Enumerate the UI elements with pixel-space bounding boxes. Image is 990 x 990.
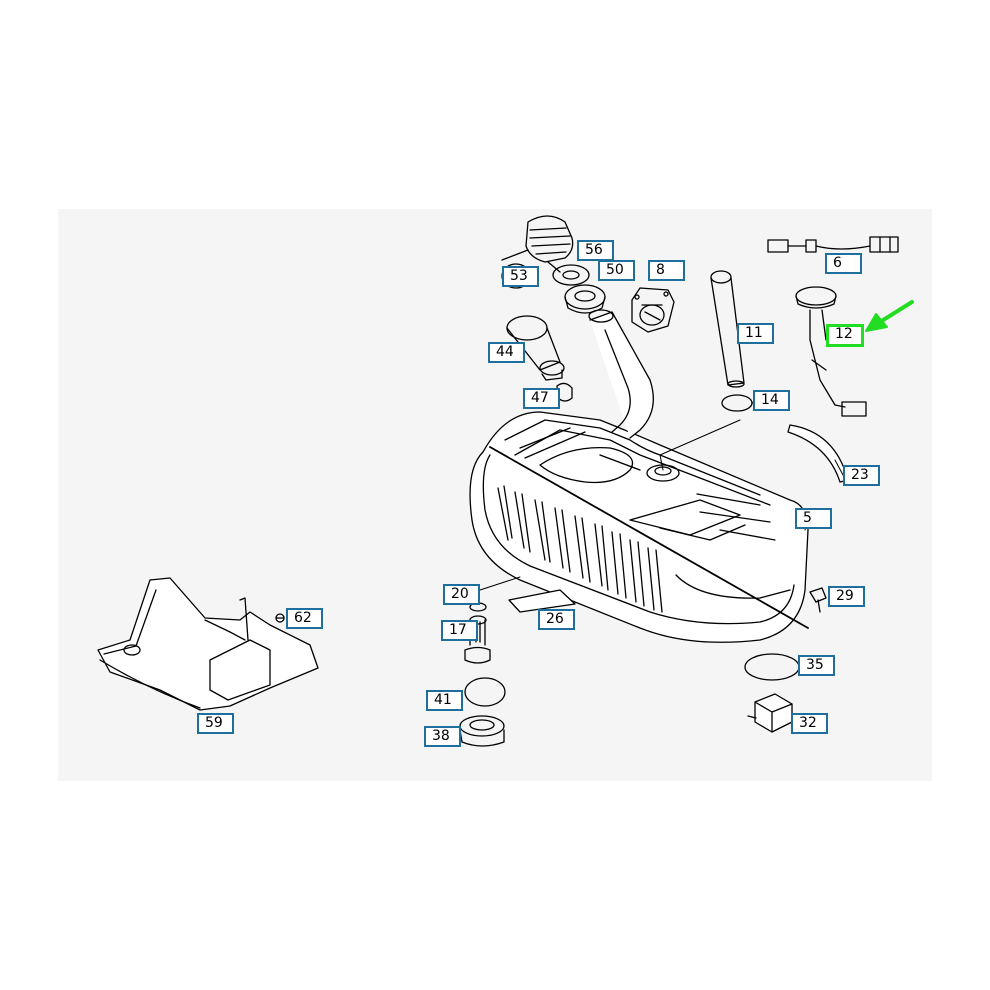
callout-23[interactable]: 23	[843, 465, 880, 486]
pad-part	[508, 589, 576, 613]
cover-seal-part	[459, 715, 505, 747]
callout-6[interactable]: 6	[825, 253, 862, 274]
callout-35[interactable]: 35	[798, 655, 835, 676]
callout-17[interactable]: 17	[441, 620, 478, 641]
callout-41[interactable]: 41	[426, 690, 463, 711]
callout-26[interactable]: 26	[538, 609, 575, 630]
callout-38[interactable]: 38	[424, 726, 461, 747]
bolt-part	[809, 587, 827, 613]
callout-62[interactable]: 62	[286, 608, 323, 629]
callout-59[interactable]: 59	[197, 713, 234, 734]
filler-boot-part	[501, 215, 606, 314]
wiring-harness-part	[767, 236, 899, 253]
callout-56[interactable]: 56	[577, 240, 614, 261]
highlight-arrow-icon	[865, 300, 914, 332]
fuel-cap-part	[631, 287, 675, 333]
cover-part	[464, 677, 506, 707]
callout-47[interactable]: 47	[523, 388, 560, 409]
clip-part	[556, 382, 573, 402]
callout-14[interactable]: 14	[753, 390, 790, 411]
fuel-tank-part	[469, 411, 809, 643]
callout-32[interactable]: 32	[791, 713, 828, 734]
callout-53[interactable]: 53	[502, 266, 539, 287]
callout-8[interactable]: 8	[648, 260, 685, 281]
callout-11[interactable]: 11	[737, 323, 774, 344]
strap-part	[787, 424, 849, 483]
cap-cover-part	[744, 653, 800, 681]
filler-pipe-part	[588, 309, 654, 439]
seal-ring-part	[721, 394, 753, 412]
heat-shield-part	[97, 577, 319, 711]
callout-50[interactable]: 50	[598, 260, 635, 281]
callout-5[interactable]: 5	[795, 508, 832, 529]
callout-12-selected[interactable]: 12	[826, 324, 864, 347]
callout-44[interactable]: 44	[488, 342, 525, 363]
callout-29[interactable]: 29	[828, 586, 865, 607]
fuel-sender-part	[795, 286, 867, 417]
callout-20[interactable]: 20	[443, 584, 480, 605]
